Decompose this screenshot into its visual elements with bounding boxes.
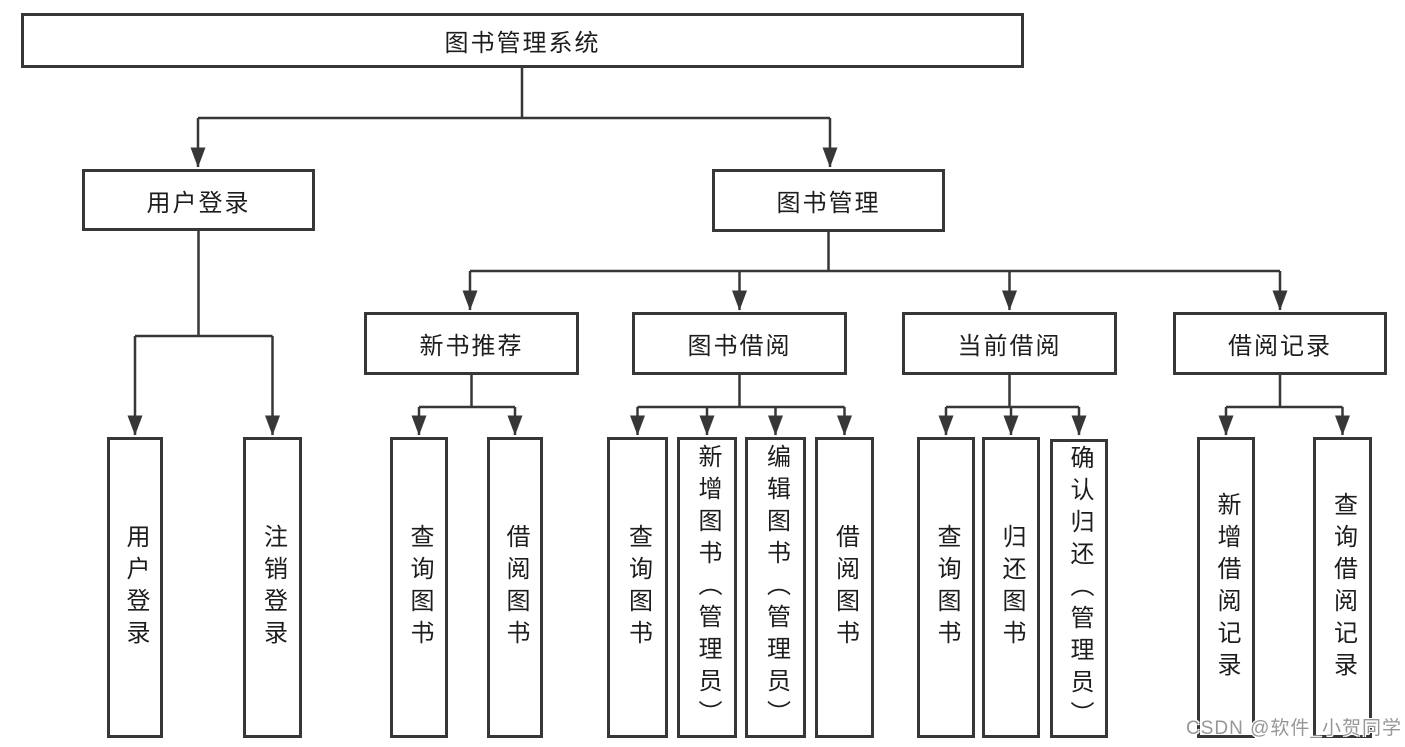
connector-book-mgmt-children xyxy=(470,232,1280,273)
connector-new-book-children xyxy=(419,375,515,409)
node-new-book-recommend: 新书推荐 xyxy=(364,312,579,375)
leaf-nb-borrow-books: 借阅图书 xyxy=(487,437,543,738)
node-book-borrowing: 图书借阅 xyxy=(632,312,847,375)
node-library-management-system: 图书管理系统 xyxy=(21,13,1024,68)
leaf-cb-return-books: 归还图书 xyxy=(982,437,1040,738)
node-current-borrowing: 当前借阅 xyxy=(902,312,1117,375)
node-user-login: 用户登录 xyxy=(82,169,315,231)
connector-book-borrow-children xyxy=(637,375,845,409)
leaf-bb-query-books: 查询图书 xyxy=(607,437,668,738)
node-borrowing-records: 借阅记录 xyxy=(1173,312,1387,375)
leaf-cb-query-books: 查询图书 xyxy=(917,437,975,738)
connector-current-borrow-children xyxy=(946,375,1079,409)
leaf-cb-confirm-return-admin: 确认归还（管理员） xyxy=(1050,439,1108,738)
connector-user-login-children xyxy=(135,231,273,338)
leaf-bb-add-books-admin: 新增图书（管理员） xyxy=(677,437,737,738)
leaf-nb-query-books: 查询图书 xyxy=(390,437,448,738)
leaf-bb-edit-books-admin: 编辑图书（管理员） xyxy=(745,437,806,738)
connector-borrow-records-children xyxy=(1226,375,1343,409)
node-book-management: 图书管理 xyxy=(712,169,945,232)
csdn-watermark: CSDN @软件_小贺同学 xyxy=(1186,718,1402,739)
leaf-user-login: 用户登录 xyxy=(107,437,163,738)
connector-root-children xyxy=(198,68,830,120)
leaf-br-add-record: 新增借阅记录 xyxy=(1197,437,1255,738)
leaf-logout: 注销登录 xyxy=(243,437,302,738)
leaf-bb-borrow-books: 借阅图书 xyxy=(815,437,874,738)
leaf-br-query-record: 查询借阅记录 xyxy=(1313,437,1372,738)
